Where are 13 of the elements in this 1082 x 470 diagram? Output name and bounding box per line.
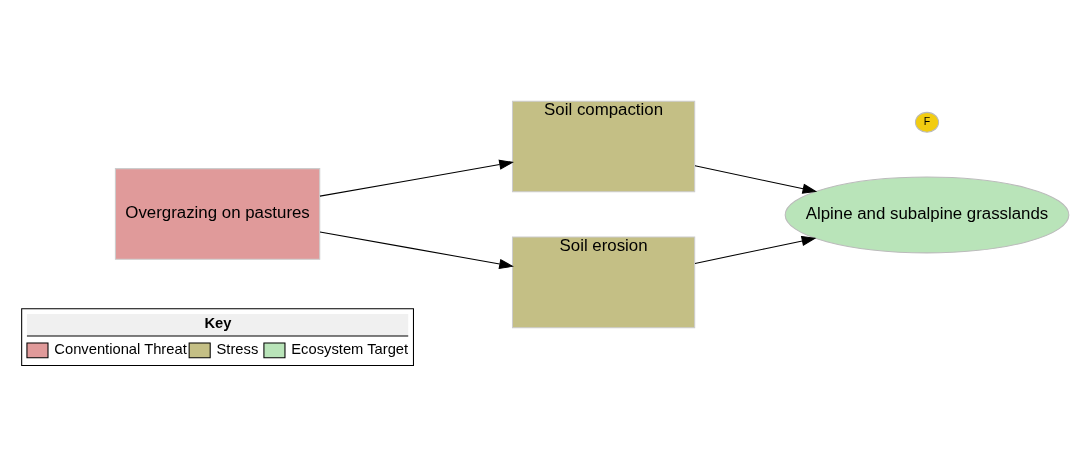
arrow — [694, 164, 818, 194]
node-ellipse: Alpine and subalpine grasslands — [784, 176, 1070, 253]
arrow — [694, 235, 817, 264]
arrow — [319, 159, 514, 197]
legend-label: Stress — [216, 340, 259, 357]
node-box: Soil compaction — [511, 100, 696, 192]
arrow — [319, 230, 514, 269]
node-box: Overgrazing on pastures — [114, 167, 321, 260]
node-box: Soil erosion — [511, 236, 696, 328]
legend-label: Ecosystem Target — [291, 340, 409, 357]
node-ellipse: F — [914, 111, 940, 133]
legend-label: Conventional Threat — [54, 340, 187, 357]
label: Key — [204, 314, 232, 331]
